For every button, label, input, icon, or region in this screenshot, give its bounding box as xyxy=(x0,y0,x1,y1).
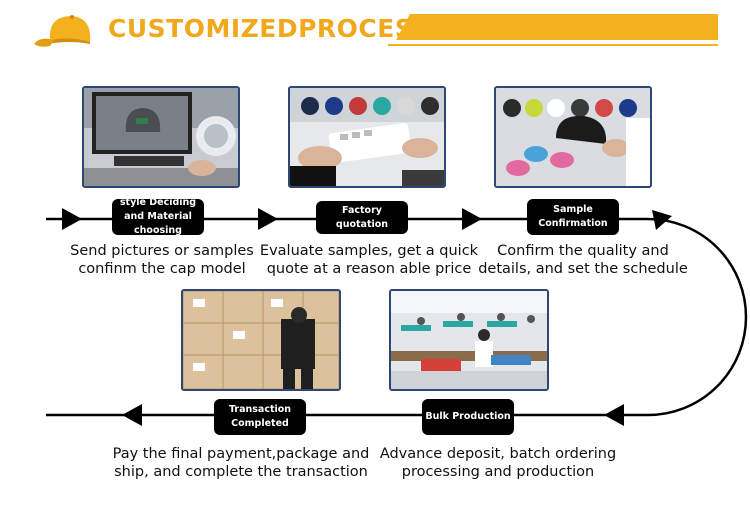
step2-caption: Evaluate samples, get a quick quote at a… xyxy=(259,243,479,277)
arrow-left-icon xyxy=(604,404,624,426)
arrow-down-right-icon xyxy=(652,210,672,230)
step4-caption: Advance deposit, batch ordering processi… xyxy=(379,446,617,480)
step-label-factory-quotation: Factory quotation xyxy=(316,201,408,234)
page-title: CUSTOMIZEDPROCESS xyxy=(108,14,431,43)
header-accent-line xyxy=(388,44,718,46)
arrow-right-icon xyxy=(258,208,278,230)
step-label-bulk-production: Bulk Production xyxy=(422,399,514,435)
arrow-left-icon xyxy=(122,404,142,426)
arrow-right-icon xyxy=(462,208,482,230)
step2-photo xyxy=(288,86,446,188)
cap-logo-icon xyxy=(30,10,96,50)
step-label-sample-confirmation: Sample Confirmation xyxy=(527,199,619,235)
step3-caption: Confirm the quality and details, and set… xyxy=(478,243,688,277)
header-accent-bar xyxy=(396,14,718,40)
step1-photo xyxy=(82,86,240,188)
step4-photo xyxy=(389,289,549,391)
step1-caption: Send pictures or samples confinm the cap… xyxy=(70,243,254,277)
arrow-right-icon xyxy=(62,208,82,230)
step3-photo xyxy=(494,86,652,188)
step5-photo xyxy=(181,289,341,391)
step5-caption: Pay the final payment,package and ship, … xyxy=(112,446,370,480)
step-label-transaction-completed: Transaction Completed xyxy=(214,399,306,435)
step-label-style-deciding: style Deciding and Material choosing xyxy=(112,197,204,236)
